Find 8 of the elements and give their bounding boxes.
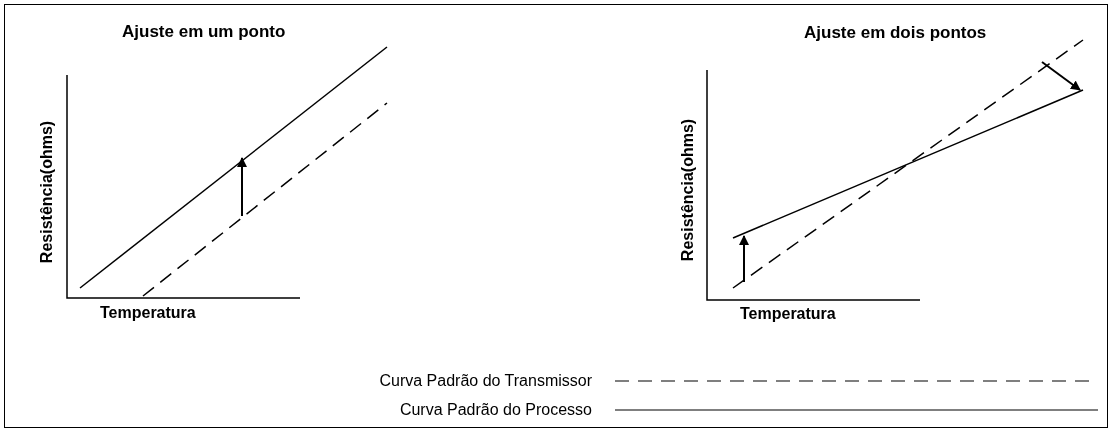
chart-title: Ajuste em dois pontos: [804, 23, 987, 43]
chart-title: Ajuste em um ponto: [122, 22, 286, 42]
axis-label: Resistência(ohms): [679, 118, 697, 262]
legend-text: Curva Padrão do Processo: [399, 401, 592, 419]
axis-label: Resistência(ohms): [38, 120, 56, 264]
axis-label: Temperatura: [100, 304, 196, 322]
axis-label: Temperatura: [740, 305, 836, 323]
legend-text: Curva Padrão do Transmissor: [379, 372, 592, 390]
